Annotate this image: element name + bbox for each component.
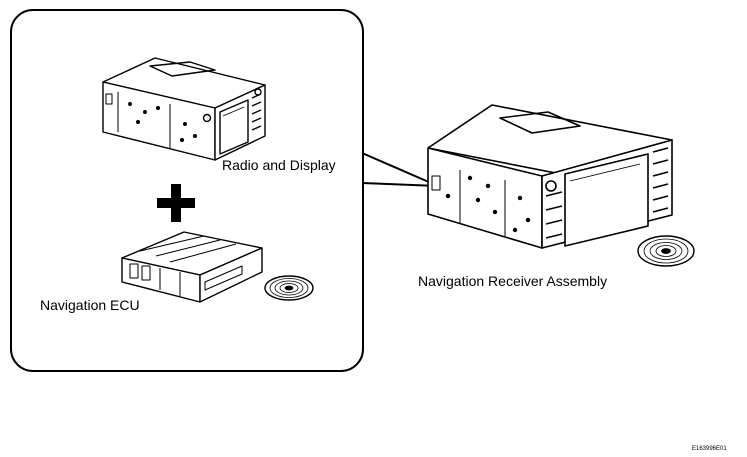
plus-icon	[157, 184, 195, 222]
group-frame	[10, 9, 364, 372]
navigation-ecu-label: Navigation ECU	[40, 297, 140, 313]
radio-and-display-label: Radio and Display	[222, 157, 336, 173]
navigation-receiver-assembly-label: Navigation Receiver Assembly	[418, 273, 608, 289]
disc-icon	[264, 275, 314, 301]
disc-icon	[637, 235, 695, 267]
figure-code: E163996E01	[692, 446, 727, 452]
navigation-ecu-unit	[121, 231, 263, 303]
callout-connector	[361, 152, 439, 187]
navigation-receiver-assembly-unit	[427, 104, 673, 249]
radio-display-unit	[102, 57, 266, 161]
